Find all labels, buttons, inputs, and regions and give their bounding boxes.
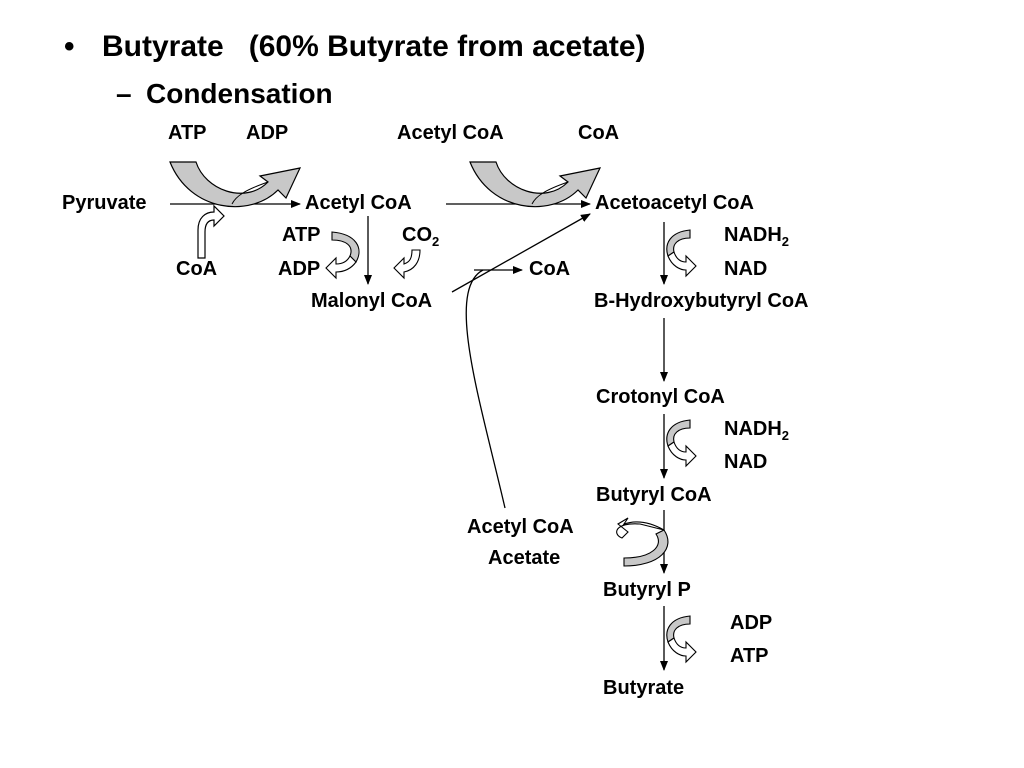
label-acetate-side: Acetate bbox=[488, 547, 561, 569]
label-nadh-1: NADH2 bbox=[724, 224, 789, 249]
label-atp-bottom: ATP bbox=[730, 645, 769, 667]
arrow-acetate-recycle-curve bbox=[465, 269, 506, 509]
curved-arrow-acetyl-coa-coa-top bbox=[469, 161, 602, 208]
label-atp-mid: ATP bbox=[282, 224, 321, 246]
node-crotonyl-coa: Crotonyl CoA bbox=[596, 386, 725, 408]
label-top-coa: CoA bbox=[578, 122, 620, 144]
label-coa-left: CoA bbox=[176, 258, 218, 280]
label-nad-1: NAD bbox=[724, 258, 768, 280]
slide-heading: Butyrate (60% Butyrate from acetate) bbox=[102, 30, 646, 63]
label-top-adp: ADP bbox=[246, 122, 289, 144]
sub-dash: – bbox=[116, 78, 132, 109]
node-butyryl-p: Butyryl P bbox=[603, 579, 691, 601]
curved-arrow-nadh-nad-1 bbox=[666, 229, 697, 278]
node-acetyl-coa: Acetyl CoA bbox=[305, 192, 412, 214]
curved-arrow-atp-adp-mid bbox=[325, 231, 360, 280]
label-adp-bottom: ADP bbox=[730, 612, 773, 634]
label-nadh-1-text: NADH bbox=[724, 224, 782, 246]
node-butyryl-coa: Butyryl CoA bbox=[596, 484, 712, 506]
label-acetyl-coa-side: Acetyl CoA bbox=[467, 516, 574, 538]
curved-arrow-nadh-nad-2 bbox=[666, 419, 697, 468]
label-nadh-1-subscript: 2 bbox=[781, 234, 790, 249]
node-b-hydroxybutyryl-coa: B-Hydroxybutyryl CoA bbox=[594, 290, 809, 312]
label-co2: CO2 bbox=[402, 224, 439, 249]
label-nad-2: NAD bbox=[724, 451, 768, 473]
slide-subheading: Condensation bbox=[146, 78, 333, 109]
label-adp-mid: ADP bbox=[278, 258, 321, 280]
label-top-acetyl-coa: Acetyl CoA bbox=[397, 122, 504, 144]
label-coa-mid: CoA bbox=[529, 258, 571, 280]
label-nadh-2-text: NADH bbox=[724, 418, 782, 440]
bullet-symbol: • bbox=[64, 30, 75, 63]
node-acetoacetyl-coa: Acetoacetyl CoA bbox=[595, 192, 754, 214]
curved-arrow-acetyl-coa-acetate bbox=[616, 517, 669, 567]
label-top-atp: ATP bbox=[168, 122, 207, 144]
arrow-malonyl-coa-to-acetoacetyl-coa bbox=[451, 213, 591, 293]
label-co2-subscript: 2 bbox=[432, 234, 440, 249]
curved-arrow-coa-in bbox=[197, 204, 225, 259]
label-nadh-2-subscript: 2 bbox=[781, 428, 790, 443]
label-nadh-2: NADH2 bbox=[724, 418, 789, 443]
label-co2-text: CO bbox=[402, 224, 432, 246]
node-pyruvate: Pyruvate bbox=[62, 192, 147, 214]
curved-arrow-atp-adp-top bbox=[169, 161, 302, 208]
curved-arrow-co2-out bbox=[393, 249, 421, 280]
node-butyrate: Butyrate bbox=[603, 677, 685, 699]
node-malonyl-coa: Malonyl CoA bbox=[311, 290, 433, 312]
curved-arrow-adp-atp bbox=[666, 615, 697, 664]
